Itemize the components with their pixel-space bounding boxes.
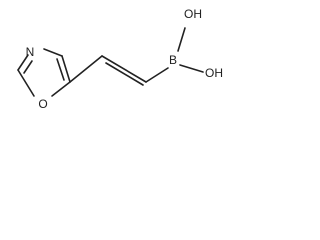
bond-c4-ca — [69, 55, 103, 83]
bond-c4-n — [43, 48, 63, 57]
bond-n-c2-double — [23, 60, 33, 74]
bond-c2-o — [17, 69, 35, 97]
bond-n-c2 — [17, 54, 29, 71]
bond-c5-c4 — [61, 55, 71, 83]
atom-label-oh-bottom: OH — [205, 66, 223, 80]
bond-cb-b — [145, 67, 169, 83]
atom-label-o-ring: O — [38, 97, 47, 111]
structure-canvas: N O B OH OH — [0, 0, 224, 126]
oxazole-ring — [17, 48, 71, 97]
atom-label-b: B — [169, 53, 177, 67]
bond-o-c5 — [51, 81, 71, 97]
bond-ca-cb — [101, 55, 147, 83]
atom-label-oh-top: OH — [184, 7, 202, 21]
atom-label-n: N — [26, 45, 35, 59]
bond-b-oh-bottom — [179, 64, 204, 73]
bond-c5-c4-double — [56, 58, 65, 81]
molecule-structure: N O B OH OH — [17, 7, 223, 111]
bond-b-oh-top — [177, 27, 186, 52]
bond-ca-cb-double — [105, 62, 144, 86]
vinyl-chain — [69, 27, 204, 86]
